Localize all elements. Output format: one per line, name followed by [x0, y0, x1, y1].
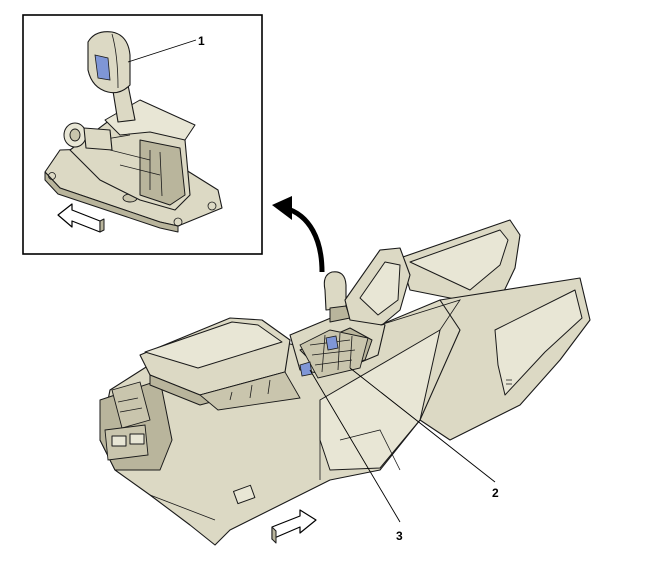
callout-1-leader: [127, 39, 197, 63]
console-side-plug: [232, 484, 256, 505]
inset-panel: 1: [22, 14, 263, 255]
mechanism-detail-lines: [99, 134, 163, 197]
upper-bezel-inner: [359, 261, 401, 316]
mount-bolt-left: [48, 172, 56, 180]
console-shift-knob: [323, 271, 347, 311]
console-right-side-inner: [494, 289, 583, 396]
removal-curved-arrow-icon: [272, 196, 325, 273]
callout-2-label: 2: [492, 486, 499, 500]
console-face-lines: [319, 400, 401, 480]
inset-direction-arrow-icon: [57, 203, 105, 233]
console-bottom-edge: [149, 494, 216, 521]
callout-3-leader: [309, 369, 401, 523]
console-rear-wing-top: [409, 229, 509, 291]
front-port-left: [111, 435, 127, 447]
floor-console: [99, 219, 591, 546]
front-vent-slats: [117, 397, 143, 413]
front-upper-opening: [111, 381, 151, 429]
shift-knob-button: [94, 54, 111, 81]
callout-1-label: 1: [198, 34, 205, 48]
console-seam: [379, 299, 461, 331]
shifter-base-edge: [44, 171, 179, 233]
side-panel-marks: [506, 379, 512, 385]
solenoid-arm: [83, 127, 113, 151]
front-port-right: [129, 433, 145, 445]
shifter-mechanism-side: [139, 139, 186, 206]
mount-bolt-front: [173, 217, 183, 227]
callout-2-leader: [349, 367, 496, 483]
armrest-lid-top: [144, 321, 283, 369]
callout-3-label: 3: [396, 529, 403, 543]
console-direction-arrow-icon: [271, 509, 317, 544]
shifter-mechanism-blue-part-top: [325, 335, 339, 351]
shifter-mechanism-blue-part-left: [299, 361, 313, 377]
installed-shifter-mechanism: [299, 329, 369, 379]
solenoid-core: [69, 128, 81, 142]
shift-knob: [87, 31, 131, 94]
shifter-assembly: [44, 31, 223, 233]
console-storage-bin: [199, 371, 301, 411]
mount-bolt-right: [207, 201, 217, 211]
knob-seam: [111, 33, 119, 89]
bin-ribs: [229, 379, 271, 401]
